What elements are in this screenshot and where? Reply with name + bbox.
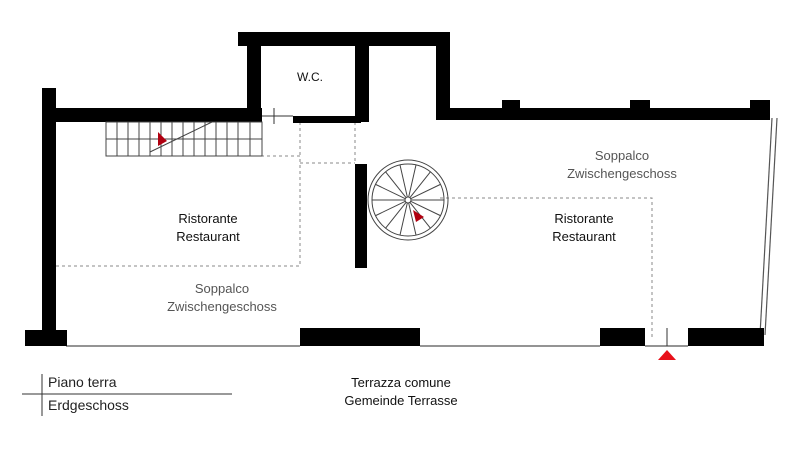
- restaurant-left-it: Ristorante: [178, 211, 237, 226]
- restaurant-left-de: Restaurant: [176, 229, 240, 244]
- restaurant-right-de: Restaurant: [552, 229, 616, 244]
- mezzanine-bottom-de: Zwischengeschoss: [167, 299, 277, 314]
- spiral-step: [408, 202, 417, 236]
- spiral-step: [408, 164, 417, 198]
- terrace-de: Gemeinde Terrasse: [344, 393, 457, 408]
- terrace-it: Terrazza comune: [351, 375, 451, 390]
- floor-name-de: Erdgeschoss: [48, 397, 129, 413]
- glazing-lines: [66, 117, 778, 347]
- spiral-step: [385, 202, 407, 229]
- door-marks: [262, 108, 668, 346]
- mezzanine-outline: [56, 116, 653, 340]
- stair-arrow-icon: [158, 132, 167, 146]
- spiral-step: [410, 183, 441, 200]
- walls: [25, 32, 770, 346]
- spiral-stair: [367, 159, 449, 241]
- spiral-step: [375, 183, 406, 200]
- spiral-step: [399, 202, 408, 236]
- entrance-triangle-icon: [658, 350, 676, 360]
- mezzanine-bottom-it: Soppalco: [195, 281, 249, 296]
- spiral-step: [385, 171, 407, 198]
- spiral-stair-arrow-icon: [413, 210, 424, 222]
- mezzanine-top-it: Soppalco: [595, 148, 649, 163]
- spiral-step: [410, 200, 441, 217]
- legend-lines: [22, 374, 232, 416]
- wc-label: W.C.: [297, 70, 323, 84]
- spiral-step: [375, 200, 406, 217]
- straight-stair: [105, 121, 263, 157]
- spiral-step: [399, 164, 408, 198]
- restaurant-right-it: Ristorante: [554, 211, 613, 226]
- spiral-step: [409, 171, 431, 198]
- mezzanine-top-de: Zwischengeschoss: [567, 166, 677, 181]
- floor-name-it: Piano terra: [48, 374, 117, 390]
